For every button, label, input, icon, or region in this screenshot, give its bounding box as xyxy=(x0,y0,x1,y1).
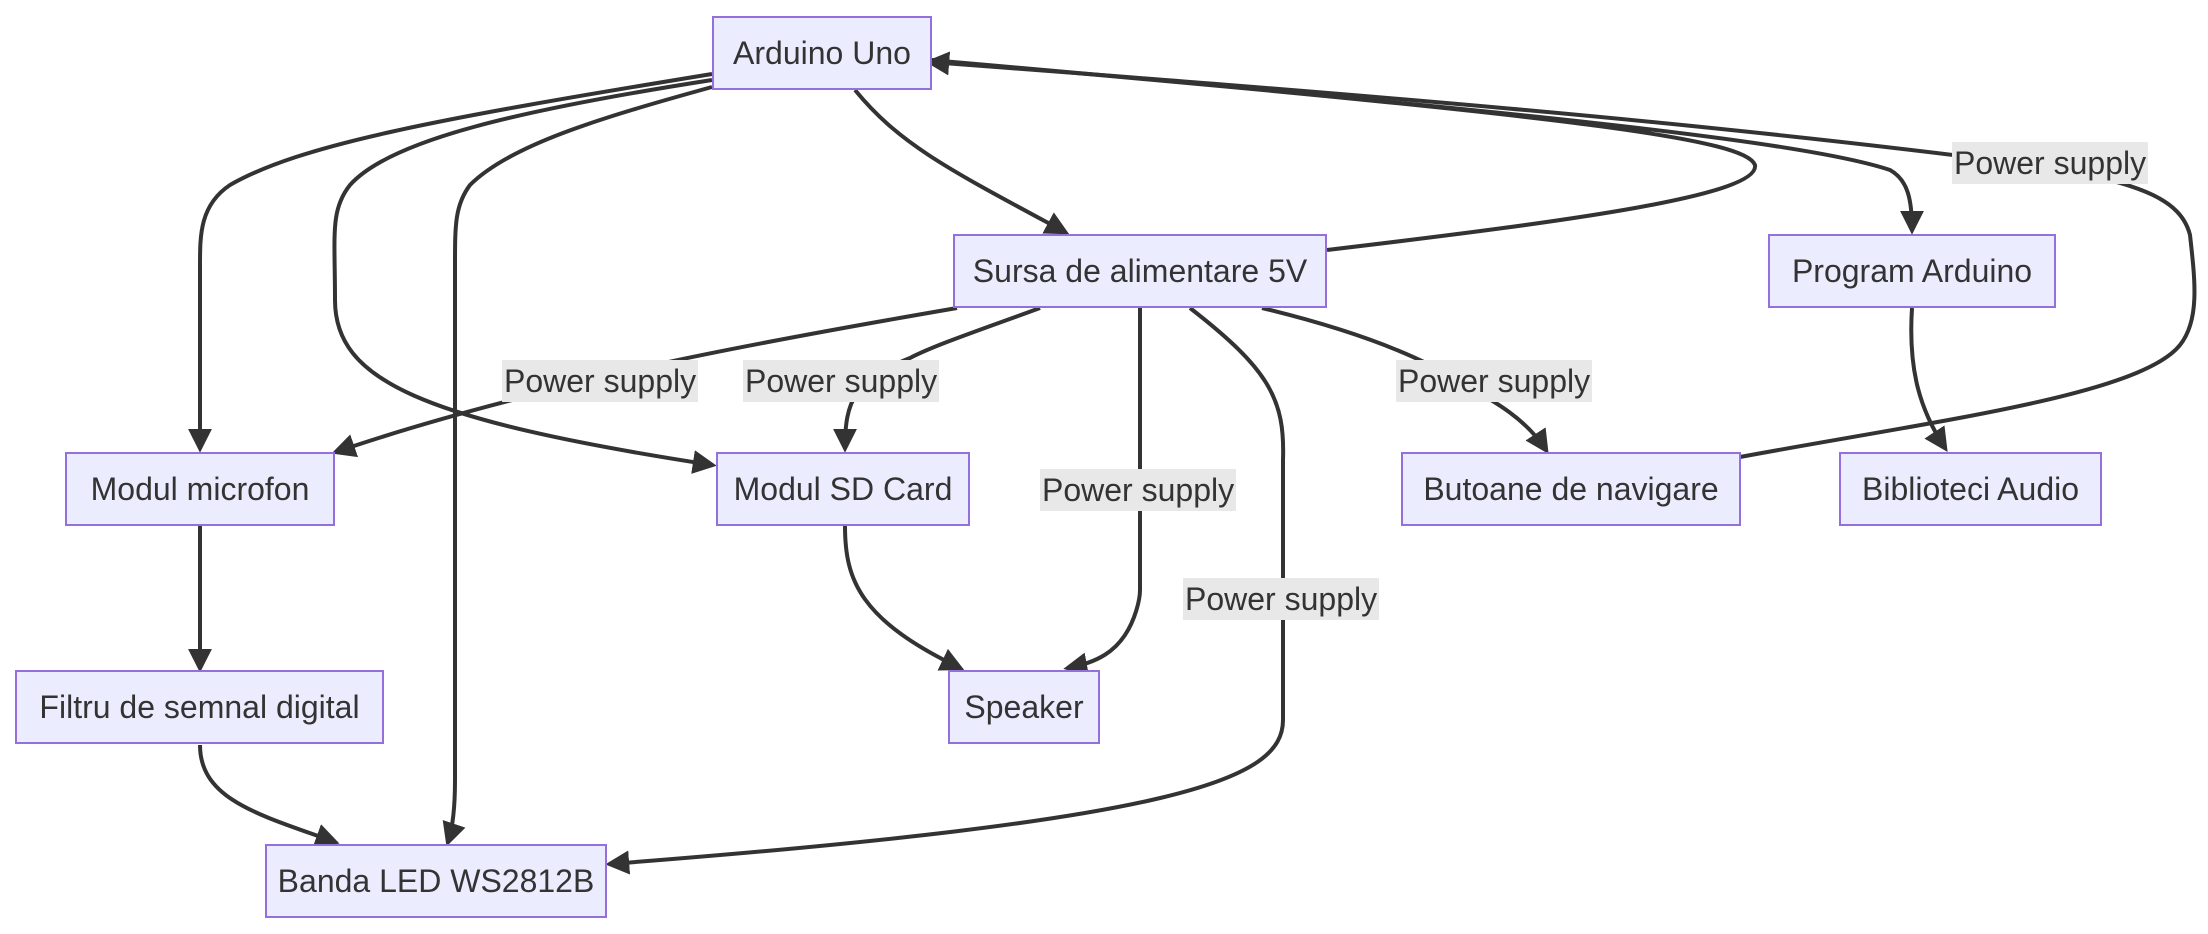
node-butoane-navigare[interactable]: Butoane de navigare xyxy=(1401,452,1741,526)
edge-uno-microfon xyxy=(188,72,713,453)
node-speaker[interactable]: Speaker xyxy=(948,670,1100,744)
edge-label-power-speaker: Power supply xyxy=(1040,469,1237,511)
edge-label-power-led: Power supply xyxy=(1183,578,1380,620)
edge-uno-sursa xyxy=(853,88,1070,235)
edge-label-power-uno: Power supply xyxy=(1952,142,2149,184)
edge-butoane-uno xyxy=(925,51,2197,459)
edge-sursa-sd xyxy=(833,306,1041,453)
node-arduino-uno[interactable]: Arduino Uno xyxy=(712,16,932,90)
node-filtru-semnal[interactable]: Filtru de semnal digital xyxy=(15,670,384,744)
edge-label-power-sd: Power supply xyxy=(743,360,940,402)
edge-uno-sd xyxy=(332,78,717,474)
edge-sd-speaker xyxy=(843,525,965,671)
node-program-arduino[interactable]: Program Arduino xyxy=(1768,234,2056,308)
edge-label-power-microfon: Power supply xyxy=(502,360,699,402)
edge-filtru-led xyxy=(198,744,340,847)
node-sursa-alimentare[interactable]: Sursa de alimentare 5V xyxy=(953,234,1327,308)
node-banda-led[interactable]: Banda LED WS2812B xyxy=(265,844,607,918)
edge-label-power-butoane: Power supply xyxy=(1396,360,1593,402)
edge-uno-led xyxy=(442,85,713,847)
node-modul-microfon[interactable]: Modul microfon xyxy=(65,452,335,526)
edge-sursa-led xyxy=(605,306,1286,875)
edge-program-biblioteci xyxy=(1909,307,1948,453)
node-modul-sd-card[interactable]: Modul SD Card xyxy=(716,452,970,526)
edge-sursa-program xyxy=(929,58,1924,252)
edge-sursa-speaker xyxy=(1063,308,1142,677)
node-biblioteci-audio[interactable]: Biblioteci Audio xyxy=(1839,452,2102,526)
